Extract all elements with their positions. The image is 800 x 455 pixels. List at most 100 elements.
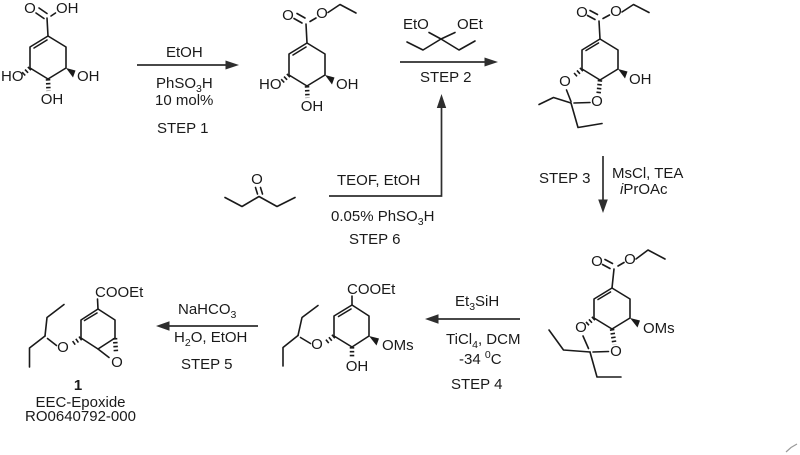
bond	[573, 101, 591, 104]
molecule-pentan-3-one: O	[224, 171, 296, 208]
bond	[428, 31, 442, 40]
double-bond	[296, 12, 306, 19]
step1-solvent: EtOH	[166, 44, 203, 61]
step2-label: STEP 2	[420, 69, 472, 86]
step6-label: STEP 6	[349, 231, 401, 248]
bond	[617, 261, 625, 267]
atom-label-oh: OH	[336, 76, 359, 93]
bond	[96, 298, 99, 310]
atom-label-o: O	[111, 354, 123, 371]
formula-part: PrOAc	[623, 181, 668, 198]
step6-reagent: TEOF, EtOH	[337, 172, 421, 189]
molecule-ethyl-shikimate: O O HO OH OH	[259, 3, 359, 115]
bond	[299, 336, 312, 345]
wedge-bond	[630, 318, 640, 328]
bond	[50, 12, 57, 17]
formula-part: , DCM	[477, 331, 521, 348]
formula-part: SiH	[475, 293, 500, 310]
atom-label-oms: OMs	[643, 320, 675, 337]
hashed-bond	[304, 85, 310, 99]
hashed-bond	[112, 337, 119, 353]
molecule-eec-epoxide: COOEt O O	[28, 284, 144, 371]
bond	[46, 17, 49, 37]
bond	[611, 268, 615, 289]
step1-arrowhead	[225, 60, 239, 70]
double-bond	[586, 14, 596, 21]
atom-label-o: O	[575, 319, 587, 336]
formula-subscript: 3	[196, 83, 202, 95]
bond	[440, 31, 456, 40]
step5-label: STEP 5	[181, 356, 233, 373]
ester-label: COOEt	[95, 284, 144, 301]
formula-part: H	[201, 75, 213, 92]
step1-catalyst: PhSO3H	[156, 76, 213, 95]
ethyl-bond	[282, 334, 299, 367]
ethyl-bond	[570, 102, 603, 129]
atom-label-o: O	[591, 253, 603, 270]
molecule-shikimic-acid: O OH HO OH OH	[1, 0, 100, 108]
step4-conditions-1: TiCl4, DCM	[446, 332, 520, 351]
hashed-bond	[45, 78, 51, 92]
ethyl-bond	[538, 96, 572, 106]
hashed-bond	[585, 316, 596, 327]
atom-label-o: O	[610, 3, 622, 20]
compound-number: 1	[73, 377, 83, 394]
double-bond	[601, 263, 611, 270]
formula-part: C	[490, 351, 502, 368]
ring-bond	[581, 38, 619, 81]
bond	[598, 20, 601, 40]
ethyl-bond	[440, 38, 476, 51]
step3-arrowhead	[598, 199, 608, 213]
atom-label-o: O	[282, 7, 294, 24]
ring-bond	[80, 308, 116, 350]
atom-label-o: O	[624, 251, 636, 268]
atom-label-ho: HO	[259, 76, 282, 93]
ester-label: COOEt	[347, 281, 396, 298]
double-bond	[589, 9, 599, 16]
bond	[46, 337, 58, 347]
double-bond	[585, 42, 600, 52]
bond	[309, 17, 317, 23]
molecule-pentylidene-ketal-alcohol: O O OH O O	[538, 3, 652, 129]
hashed-bond	[572, 67, 584, 79]
ethyl-bond	[297, 304, 319, 337]
bond	[565, 89, 572, 103]
bond	[305, 23, 308, 44]
atom-label-oh: OH	[346, 358, 369, 375]
formula-part: PhSO	[156, 75, 197, 92]
hashed-bond	[71, 336, 83, 346]
atom-label-oh: OH	[56, 0, 79, 17]
ethyl-bond	[635, 249, 666, 260]
atom-label-o: O	[57, 339, 69, 356]
step1-loading: 10 mol%	[155, 92, 214, 109]
double-bond	[38, 7, 48, 15]
corner-artifact	[785, 443, 798, 453]
formula-part: Et	[455, 293, 470, 310]
double-bond	[254, 186, 259, 195]
formula-subscript: 2	[184, 337, 191, 349]
step4-label: STEP 4	[451, 376, 503, 393]
double-bond	[83, 312, 98, 322]
ethyl-bond	[327, 3, 357, 14]
wedge-bond	[618, 69, 628, 79]
step3-label: STEP 3	[539, 170, 591, 187]
bond	[582, 335, 590, 350]
formula-superscript: 0	[484, 349, 491, 361]
step2-arrowhead	[484, 57, 498, 67]
atom-label-o: O	[610, 343, 622, 360]
atom-label-o: O	[24, 0, 36, 17]
step5-reagent: NaHCO3	[178, 302, 236, 321]
bond	[97, 348, 110, 359]
atom-label-o: O	[311, 336, 323, 353]
hashed-bond	[324, 334, 336, 345]
atom-label-oh: OH	[301, 98, 324, 115]
bond	[592, 350, 610, 353]
double-bond	[604, 258, 614, 265]
double-bond	[292, 46, 307, 56]
atom-label-o: O	[591, 93, 603, 110]
hashed-bond	[280, 73, 291, 84]
atom-label-o: O	[576, 4, 588, 21]
step4-arrowhead	[425, 314, 439, 324]
formula-subscript: 3	[230, 309, 237, 321]
